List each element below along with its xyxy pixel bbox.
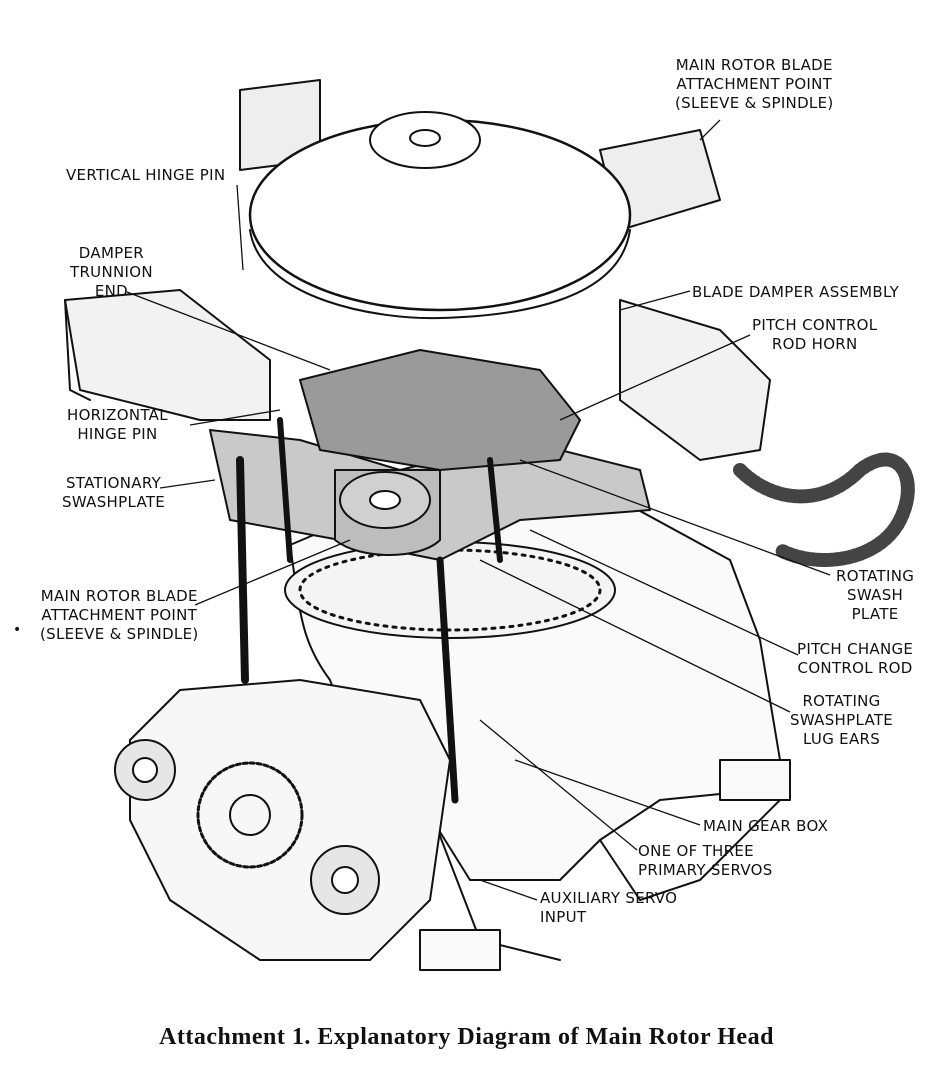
- label-one-of-three-primary-servos: ONE OF THREE PRIMARY SERVOS: [638, 842, 773, 879]
- label-blade-damper-assembly: BLADE DAMPER ASSEMBLY: [692, 283, 900, 301]
- label-vertical-hinge-pin: VERTICAL HINGE PIN: [66, 166, 226, 184]
- label-main-rotor-attach-left: MAIN ROTOR BLADE ATTACHMENT POINT (SLEEV…: [40, 587, 199, 643]
- right-blade-arm: [619, 299, 771, 461]
- label-main-gear-box: MAIN GEAR BOX: [703, 817, 829, 835]
- label-pitch-control-rod-horn: PITCH CONTROL ROD HORN: [752, 316, 878, 353]
- bullet-mark: •: [13, 622, 22, 638]
- label-stationary-swashplate: STATIONARY SWASHPLATE: [62, 474, 166, 511]
- left-blade-arm: [64, 289, 271, 421]
- rotating-swashplate-shape: [299, 349, 581, 471]
- flex-hose: [733, 452, 915, 567]
- label-auxiliary-servo-input: AUXILIARY SERVO INPUT: [540, 889, 678, 926]
- label-pitch-change-control-rod: PITCH CHANGE CONTROL ROD: [797, 640, 914, 677]
- label-rotating-swash-plate: ROTATING SWASH PLATE: [836, 567, 915, 623]
- label-horizontal-hinge-pin: HORIZONTAL HINGE PIN: [67, 406, 168, 443]
- gearbox-flange: [284, 541, 616, 639]
- accessory-gearbox: [129, 679, 451, 961]
- label-main-rotor-attach-top: MAIN ROTOR BLADE ATTACHMENT POINT (SLEEV…: [675, 56, 834, 112]
- figure-caption: Attachment 1. Explanatory Diagram of Mai…: [159, 1024, 774, 1050]
- label-damper-trunnion-end: DAMPER TRUNNION END: [70, 244, 153, 300]
- label-rotating-swashplate-lug-ears: ROTATING SWASHPLATE LUG EARS: [790, 692, 894, 748]
